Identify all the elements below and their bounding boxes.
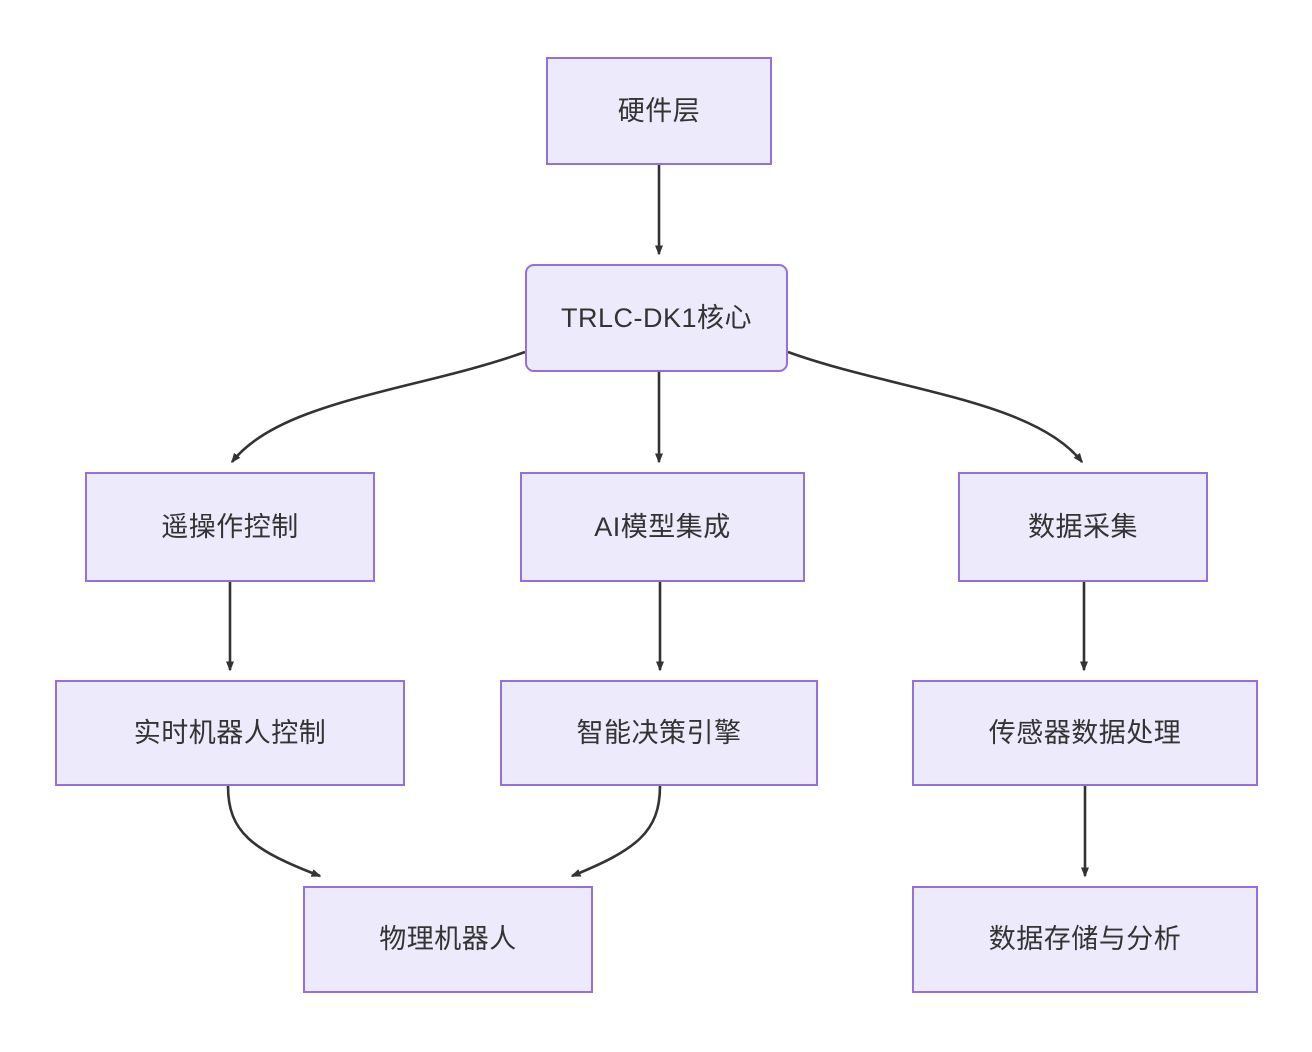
node-label-ai-model-integration: AI模型集成 xyxy=(594,511,731,542)
edge-core-to-teleoperation xyxy=(230,350,526,464)
node-label-data-collection: 数据采集 xyxy=(1028,511,1138,542)
node-label-hardware-layer: 硬件层 xyxy=(617,95,701,126)
node-label-physical-robot: 物理机器人 xyxy=(379,924,517,955)
node-label-realtime-robot-control: 实时机器人控制 xyxy=(133,717,327,748)
node-hardware-layer[interactable]: 硬件层 xyxy=(546,57,772,165)
node-label-sensor-data-processing: 传感器数据处理 xyxy=(988,717,1182,748)
edge-realtime-control-to-physical-robot xyxy=(226,785,322,878)
node-sensor-data-processing[interactable]: 传感器数据处理 xyxy=(912,680,1258,786)
edge-core-to-data-collection xyxy=(787,350,1084,464)
node-physical-robot[interactable]: 物理机器人 xyxy=(303,886,593,993)
node-intelligent-decision-engine[interactable]: 智能决策引擎 xyxy=(500,680,818,786)
node-data-collection[interactable]: 数据采集 xyxy=(958,472,1208,582)
node-teleoperation-control[interactable]: 遥操作控制 xyxy=(85,472,375,582)
node-label-intelligent-decision-engine: 智能决策引擎 xyxy=(576,717,742,748)
node-label-teleoperation-control: 遥操作控制 xyxy=(161,511,299,542)
node-trlc-dk1-core[interactable]: TRLC-DK1核心 xyxy=(525,264,788,372)
node-label-trlc-dk1-core: TRLC-DK1核心 xyxy=(560,302,753,333)
edge-decision-engine-to-physical-robot xyxy=(570,785,662,878)
node-realtime-robot-control[interactable]: 实时机器人控制 xyxy=(55,680,405,786)
node-label-data-storage-analysis: 数据存储与分析 xyxy=(988,924,1182,955)
node-data-storage-analysis[interactable]: 数据存储与分析 xyxy=(912,886,1258,993)
node-ai-model-integration[interactable]: AI模型集成 xyxy=(520,472,805,582)
